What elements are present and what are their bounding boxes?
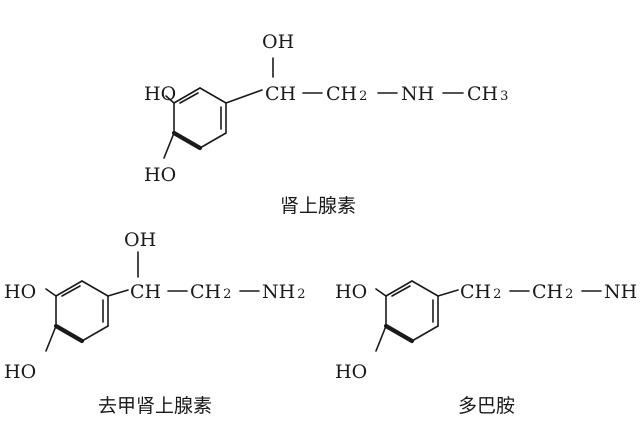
ring-bond <box>199 132 227 149</box>
ho-top-bond <box>45 288 57 297</box>
ho-bottom-label: HO <box>335 361 367 383</box>
ho-top-label: HO <box>4 281 36 303</box>
benzene-ring <box>171 87 227 151</box>
ring-bond <box>411 325 439 342</box>
ho-bottom-label: HO <box>4 361 36 383</box>
ho-top-label: HO <box>144 83 176 105</box>
oh-label: OH <box>262 31 294 53</box>
ring-chain-bond <box>437 289 459 297</box>
ho-bottom-bond <box>163 132 175 159</box>
ho-top-label: HO <box>335 281 367 303</box>
chain-nh-label: NH <box>401 83 434 105</box>
ring-inner-bond <box>61 285 81 297</box>
ho-top-bond <box>165 95 175 104</box>
ring-inner-bond <box>391 285 411 297</box>
chain-nh-label: NH <box>604 281 637 303</box>
ring-bond-bold <box>53 323 85 344</box>
ring-chain-bond <box>225 89 263 104</box>
ring-bond <box>411 280 439 297</box>
caption-dopamine: 多巴胺 <box>458 395 515 417</box>
ring-bond <box>385 280 413 297</box>
chain-ch-label: CH <box>265 83 296 105</box>
ring-bond <box>81 325 109 342</box>
ring-inner-bond <box>179 92 199 104</box>
ring-chain-bond <box>107 289 129 297</box>
ho-top-bond <box>375 288 387 297</box>
ho-bottom-bond <box>375 325 387 352</box>
ring-bond-bold <box>171 130 203 151</box>
benzene-ring <box>53 280 109 344</box>
oh-label: OH <box>124 229 156 251</box>
ring-bond-bold <box>383 323 415 344</box>
ring-bond <box>55 280 83 297</box>
caption-epinephrine: 肾上腺素 <box>280 195 356 217</box>
ho-bottom-label: HO <box>144 164 176 186</box>
ho-bottom-bond <box>45 325 57 352</box>
chain-ch-label: CH <box>130 281 161 303</box>
caption-norepinephrine: 去甲肾上腺素 <box>98 395 212 417</box>
benzene-ring <box>383 280 439 344</box>
ring-bond <box>173 87 201 104</box>
ring-bond <box>199 87 227 104</box>
ring-bond <box>81 280 109 297</box>
